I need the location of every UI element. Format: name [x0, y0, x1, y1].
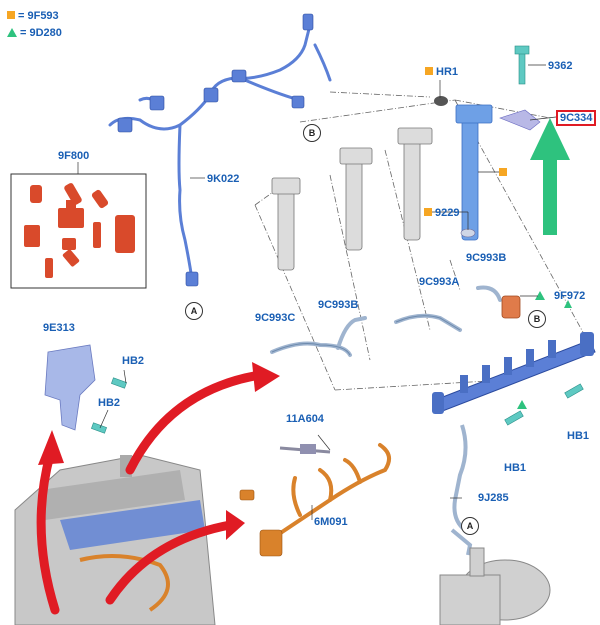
- bolts-hb1: [504, 383, 584, 426]
- green-triangle-icon: [535, 291, 545, 300]
- label-9C993C: 9C993C: [255, 312, 296, 324]
- label-HB1-right: HB1: [567, 430, 590, 442]
- bolts-hb2: [91, 377, 127, 434]
- legend-square-text: = 9F593: [18, 10, 59, 22]
- washer-9229: [460, 228, 476, 238]
- label-9362: 9362: [548, 60, 573, 72]
- label-9F972: 9F972: [554, 290, 586, 302]
- callout-a-harness: A: [185, 302, 203, 320]
- label-9F800: 9F800: [58, 150, 90, 162]
- label-9C993B-right: 9C993B: [466, 252, 507, 264]
- label-HR1: HR1: [436, 66, 459, 78]
- label-9229: 9229: [435, 207, 460, 219]
- red-arrows: [36, 370, 265, 615]
- orange-square-icon: [499, 168, 507, 176]
- green-arrow: [530, 118, 570, 235]
- label-11A604: 11A604: [286, 413, 324, 425]
- label-HB2-upper: HB2: [122, 355, 145, 367]
- caps-box: [10, 173, 147, 289]
- injector-clamp: [499, 109, 541, 131]
- orange-square-icon: [425, 67, 433, 75]
- label-9K022: 9K022: [207, 173, 240, 185]
- glow-plug-harness: [268, 443, 391, 542]
- label-9E313: 9E313: [43, 322, 75, 334]
- label-9C993B-left: 9C993B: [318, 299, 359, 311]
- callout-a-pipe: A: [461, 517, 479, 535]
- green-triangle-icon: [7, 28, 17, 37]
- label-9J285: 9J285: [478, 492, 509, 504]
- legend-triangle-row: = 9D280: [7, 27, 62, 39]
- fuel-pipes: [270, 285, 502, 357]
- legend-triangle-text: = 9D280: [20, 27, 62, 39]
- orange-square-icon: [424, 208, 432, 216]
- engine-assembly: [14, 454, 216, 625]
- fuel-pump: [439, 547, 551, 625]
- orange-square-icon: [7, 11, 15, 19]
- harness-connectors: [117, 13, 314, 287]
- label-6M091: 6M091: [314, 516, 348, 528]
- pressure-sensor: [501, 295, 521, 319]
- label-9C993A: 9C993A: [419, 276, 460, 288]
- label-HB2-lower: HB2: [98, 397, 121, 409]
- glow-plug: [279, 444, 331, 454]
- label-9C334-highlighted: 9C334: [556, 110, 597, 126]
- mounting-bracket: [44, 344, 96, 431]
- fuel-rail: [432, 332, 596, 414]
- legend-square-row: = 9F593: [7, 10, 59, 22]
- label-HB1-left: HB1: [504, 462, 527, 474]
- green-triangle-icon: [517, 400, 527, 409]
- callout-b-harness: B: [303, 124, 321, 142]
- protective-caps: [24, 183, 135, 278]
- seal-ring: [434, 96, 448, 106]
- injectors: [271, 104, 493, 271]
- injector-harness: [108, 23, 332, 282]
- pump-pipe: [452, 424, 468, 532]
- bolt-9362: [518, 49, 526, 85]
- callout-b-rail: B: [528, 310, 546, 328]
- fuel-pipe-edges: [271, 315, 461, 356]
- leader-lines: [77, 64, 557, 520]
